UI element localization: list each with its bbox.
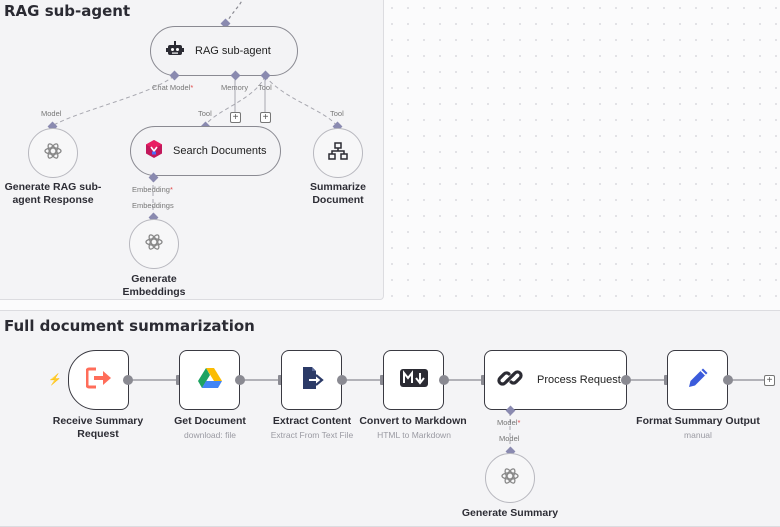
output-port-6[interactable] (723, 375, 733, 385)
output-port-2[interactable] (235, 375, 245, 385)
convert-markdown-name: Convert to Markdown (359, 415, 467, 427)
summary-model-label: Model (499, 434, 520, 443)
format-summary-node[interactable] (667, 350, 728, 410)
get-document-node[interactable] (179, 350, 240, 410)
robot-icon (165, 40, 185, 63)
add-node-button[interactable]: + (764, 375, 775, 386)
summary-sticky-note[interactable] (0, 310, 780, 527)
summarize-tool-label: Tool (330, 109, 344, 118)
openai-icon (42, 140, 64, 167)
embeddings-name: Generate Embeddings (122, 273, 186, 298)
google-drive-icon (197, 367, 223, 394)
input-port-5[interactable] (481, 375, 485, 385)
wire-into-agent (225, 0, 243, 25)
extract-content-name: Extract Content (272, 415, 352, 427)
input-port-3[interactable] (278, 375, 282, 385)
output-port-5[interactable] (621, 375, 631, 385)
exit-arrow-icon (85, 367, 112, 394)
embeddings-node[interactable] (129, 219, 179, 269)
process-model-port-label: Model* (497, 418, 521, 427)
format-summary-sub: manual (684, 430, 712, 440)
memory-port-label: Memory (221, 83, 249, 92)
summary-model-name: Generate Summary (461, 507, 559, 519)
tool-port-label: Tool (258, 83, 272, 92)
output-port-1[interactable] (123, 375, 133, 385)
convert-markdown-sub: HTML to Markdown (377, 430, 451, 440)
get-document-name: Get Document (174, 415, 246, 427)
chat-model-port-label: Chat Model* (152, 83, 194, 92)
file-export-icon (300, 366, 324, 395)
search-tool-label: Tool (198, 109, 212, 118)
convert-markdown-node[interactable] (383, 350, 444, 410)
embedding-port-label: Embedding* (132, 185, 173, 194)
receive-summary-request-name: Receive Summary Request (52, 415, 144, 440)
summary-sticky-title: Full document summarization (4, 317, 255, 335)
output-port-3[interactable] (337, 375, 347, 385)
format-summary-name: Format Summary Output (636, 415, 760, 427)
add-memory-button[interactable]: + (230, 112, 241, 123)
openai-icon (499, 465, 521, 492)
output-port-4[interactable] (439, 375, 449, 385)
embeddings-label: Embeddings (132, 201, 174, 210)
add-tool-button[interactable]: + (260, 112, 271, 123)
wire-chat-model (51, 75, 175, 127)
response-model-name: Generate RAG sub-agent Response (4, 181, 102, 206)
extract-content-sub: Extract From Text File (270, 430, 354, 440)
receive-summary-request-node[interactable] (68, 350, 129, 410)
wire-tool-search (204, 75, 266, 127)
summarize-document-node[interactable] (313, 128, 363, 178)
input-port-6[interactable] (664, 375, 668, 385)
markdown-icon (399, 368, 428, 392)
get-document-sub: download: file (184, 430, 236, 440)
pen-icon (685, 365, 711, 396)
search-documents-node[interactable]: Search Documents (130, 126, 281, 176)
response-model-label: Model (41, 109, 62, 118)
process-request-node[interactable]: Process Request (484, 350, 627, 410)
summarize-document-name: Summarize Document (309, 181, 367, 206)
wire-tool-summarize (264, 75, 338, 127)
lightning-icon: ⚡ (48, 374, 62, 386)
extract-content-node[interactable] (281, 350, 342, 410)
search-documents-label: Search Documents (173, 145, 267, 157)
rag-agent-node[interactable]: RAG sub-agent (150, 26, 298, 76)
response-model-node[interactable] (28, 128, 78, 178)
rag-agent-label: RAG sub-agent (195, 45, 271, 57)
workflow-icon (328, 141, 348, 165)
process-request-label: Process Request (537, 374, 621, 386)
link-icon (497, 365, 523, 396)
input-port-4[interactable] (380, 375, 384, 385)
rag-sticky-title: RAG sub-agent (4, 2, 131, 20)
openai-icon (143, 231, 165, 258)
summary-model-node[interactable] (485, 453, 535, 503)
vector-store-icon (145, 139, 163, 164)
input-port-2[interactable] (176, 375, 180, 385)
